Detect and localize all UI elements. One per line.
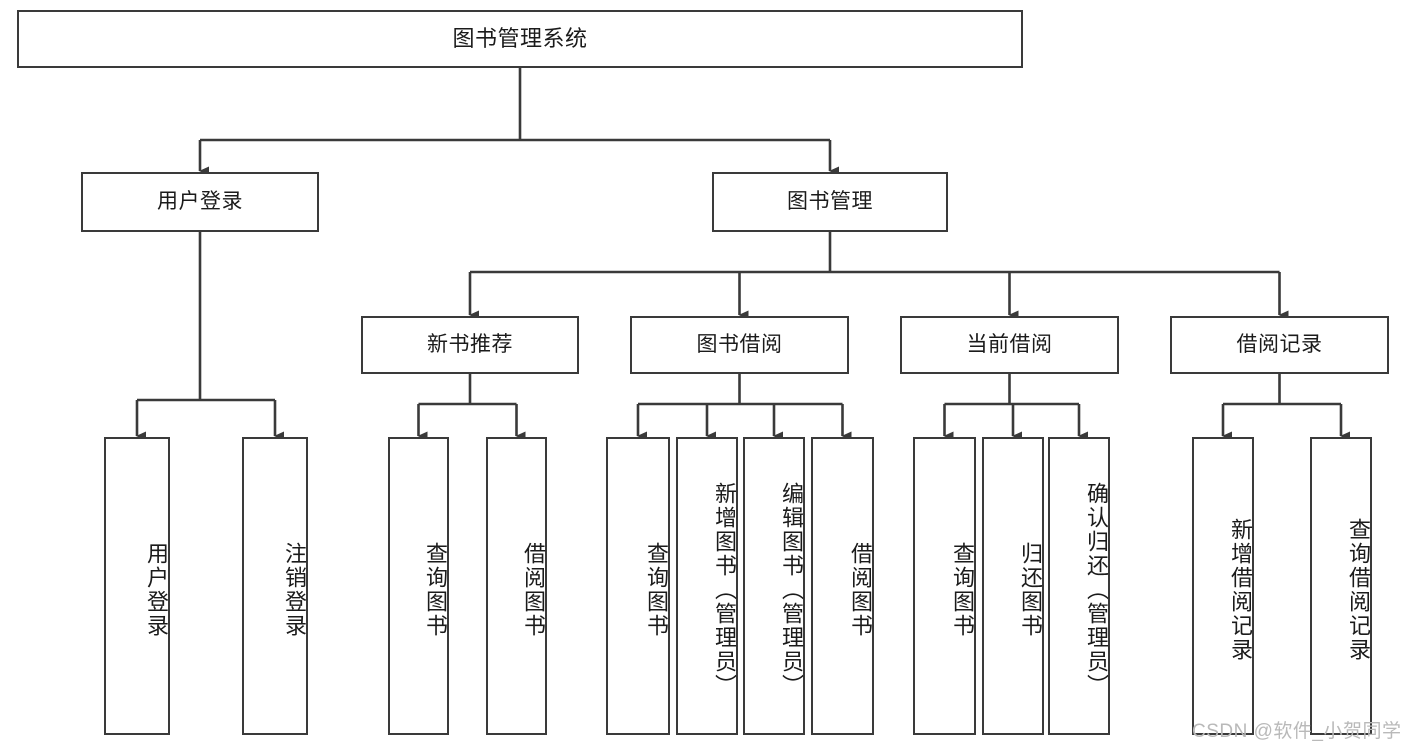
node-borrow-record[interactable]: 借阅记录 [1170,316,1389,374]
node-label: 新增借阅记录 [1228,518,1253,662]
node-leaf-edit-book[interactable]: 编辑图书（管理员） [743,437,805,735]
node-label: 新书推荐 [427,333,513,357]
node-label: 借阅图书 [521,542,546,638]
node-book-manage[interactable]: 图书管理 [712,172,948,232]
node-label: 用户登录 [144,542,169,638]
node-leaf-borrow-book-2[interactable]: 借阅图书 [811,437,874,735]
node-leaf-confirm-return[interactable]: 确认归还（管理员） [1048,437,1110,735]
node-label: 当前借阅 [966,333,1053,357]
node-label: 查询图书 [950,542,975,638]
node-label: 图书借阅 [696,333,783,357]
node-label: 图书管理 [787,190,873,214]
node-user-login[interactable]: 用户登录 [81,172,319,232]
node-label: 归还图书 [1018,542,1043,638]
node-leaf-user-login[interactable]: 用户登录 [104,437,170,735]
watermark-label: CSDN @软件_小贺同学 [1192,721,1402,742]
node-leaf-query-book-3[interactable]: 查询图书 [913,437,976,735]
node-label: 用户登录 [157,190,243,214]
node-label: 新增图书（管理员） [712,482,737,698]
node-book-borrow[interactable]: 图书借阅 [630,316,849,374]
node-label: 图书管理系统 [452,25,588,51]
node-leaf-add-book[interactable]: 新增图书（管理员） [676,437,738,735]
node-leaf-user-logout[interactable]: 注销登录 [242,437,308,735]
node-label: 查询借阅记录 [1346,518,1371,662]
node-leaf-borrow-book-1[interactable]: 借阅图书 [486,437,547,735]
node-leaf-query-record[interactable]: 查询借阅记录 [1310,437,1372,735]
node-current-borrow[interactable]: 当前借阅 [900,316,1119,374]
node-leaf-query-book-1[interactable]: 查询图书 [388,437,449,735]
node-leaf-return-book[interactable]: 归还图书 [982,437,1044,735]
node-leaf-query-book-2[interactable]: 查询图书 [606,437,670,735]
node-label: 查询图书 [423,542,448,638]
node-label: 编辑图书（管理员） [779,482,804,698]
node-root-root[interactable]: 图书管理系统 [17,10,1023,68]
node-label: 查询图书 [644,542,669,638]
node-label: 借阅图书 [848,542,873,638]
node-label: 注销登录 [282,542,307,638]
node-leaf-add-record[interactable]: 新增借阅记录 [1192,437,1254,735]
node-new-book-rec[interactable]: 新书推荐 [361,316,579,374]
node-label: 借阅记录 [1236,333,1323,357]
node-label: 确认归还（管理员） [1084,482,1109,698]
